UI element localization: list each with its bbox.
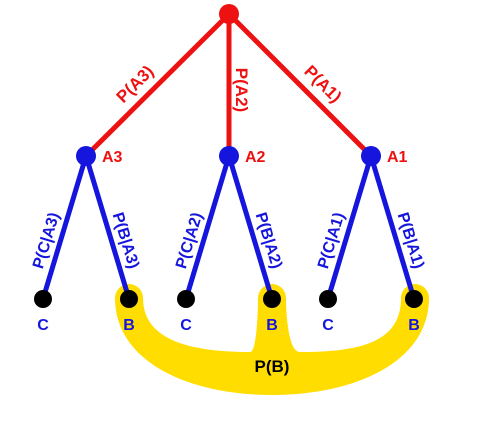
root-node xyxy=(219,4,239,24)
leaf-label-a3-c: C xyxy=(37,317,49,334)
pb-union-band xyxy=(115,284,429,395)
root-branch-label-a2: P(A2) xyxy=(232,68,251,112)
leaf-a2-c xyxy=(177,290,195,308)
node-label-a2: A2 xyxy=(245,149,266,166)
leaf-a1-b xyxy=(405,290,423,308)
node-label-a1: A1 xyxy=(387,149,408,166)
root-branch-label-a1: P(A1) xyxy=(300,62,345,107)
leaf-a1-c xyxy=(319,290,337,308)
sub-branch-labels: P(C|A3) P(B|A3) P(C|A2) P(B|A2) P(C|A1) … xyxy=(30,211,427,271)
mid-node-labels: A3 A2 A1 xyxy=(102,149,408,166)
leaf-labels: C B C B C B xyxy=(37,317,420,334)
leaf-label-a3-b: B xyxy=(123,317,135,334)
leaf-label-a1-b: B xyxy=(408,317,420,334)
leaf-label-a1-c: C xyxy=(322,317,334,334)
leaf-a3-c xyxy=(34,290,52,308)
branch-a1-c xyxy=(325,155,374,300)
branch-a2-b xyxy=(226,155,275,300)
branch-a2-c xyxy=(183,155,232,300)
root-branch-a1 xyxy=(227,12,373,158)
node-a1 xyxy=(361,146,381,166)
root-branch-label-a3: P(A3) xyxy=(113,62,158,107)
pb-union-label: P(B) xyxy=(255,357,290,376)
node-a3 xyxy=(76,146,96,166)
branch-a1-b xyxy=(368,155,417,300)
node-label-a3: A3 xyxy=(102,149,123,166)
leaf-a3-b xyxy=(120,290,138,308)
root-branches xyxy=(84,12,373,158)
sub-branches xyxy=(40,155,417,300)
node-a2 xyxy=(219,146,239,166)
leaf-label-a2-b: B xyxy=(266,317,278,334)
leaf-nodes xyxy=(34,290,423,308)
leaf-label-a2-c: C xyxy=(180,317,192,334)
branch-a3-c xyxy=(40,155,89,300)
branch-a3-b xyxy=(83,155,132,300)
mid-nodes xyxy=(76,146,381,166)
root-branch-a3 xyxy=(84,12,231,158)
leaf-a2-b xyxy=(263,290,281,308)
